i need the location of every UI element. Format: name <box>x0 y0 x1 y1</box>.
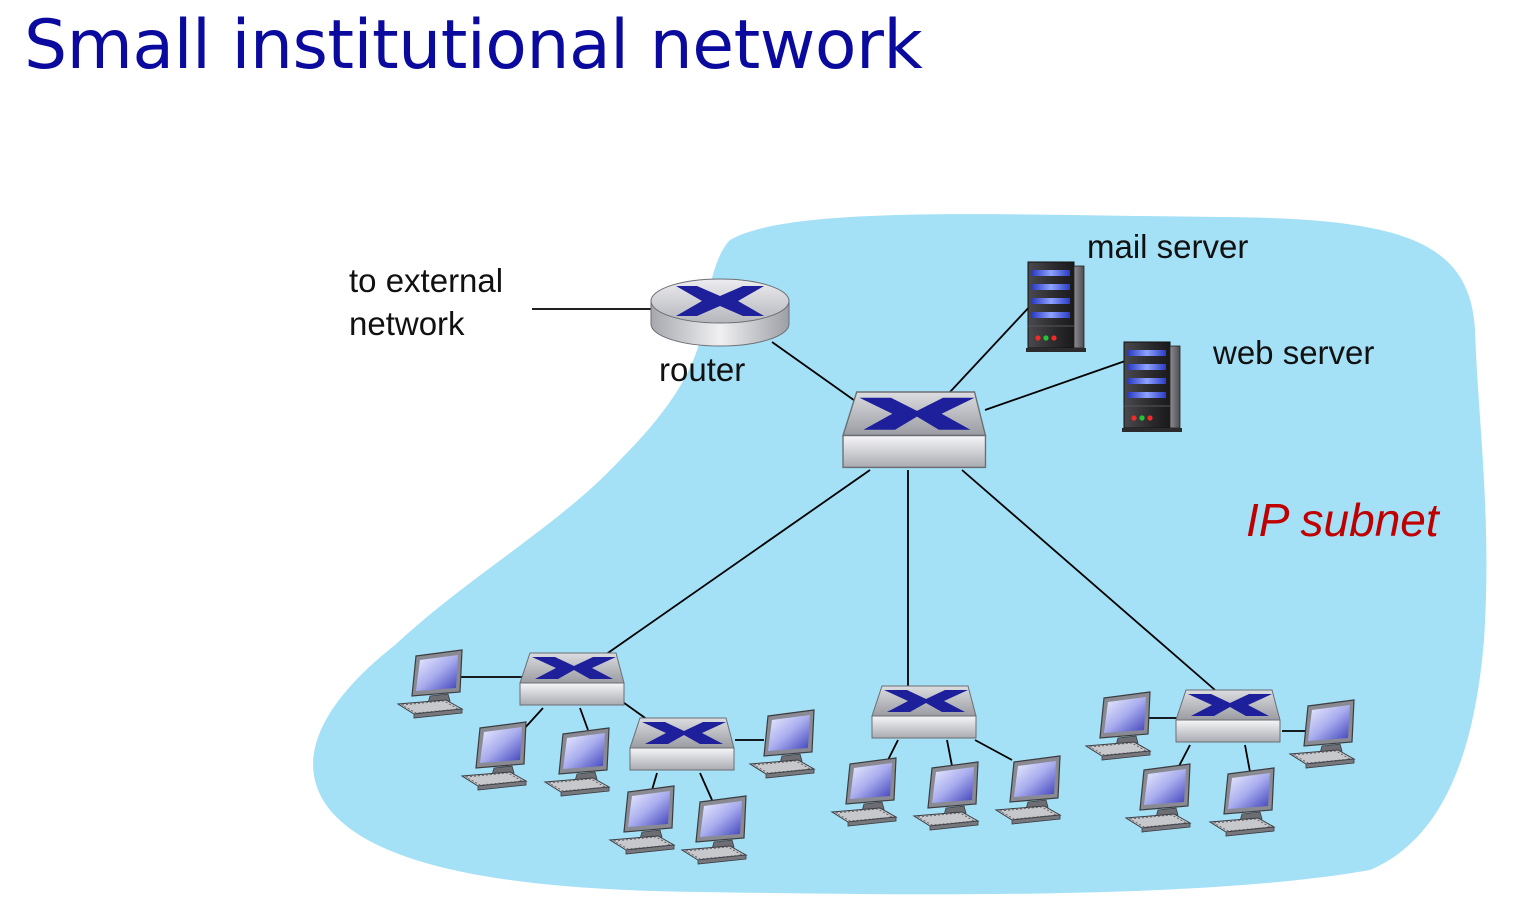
ip-subnet-region <box>313 214 1487 895</box>
switch-icon <box>519 652 625 706</box>
switch-icon <box>629 717 735 771</box>
switch-icon <box>842 391 987 469</box>
ip-subnet-label: IP subnet <box>1246 494 1441 546</box>
server-icon <box>1121 341 1183 433</box>
switch-icon <box>1175 689 1281 743</box>
external-network-label-line2: network <box>349 305 465 342</box>
network-links <box>458 303 1308 801</box>
switch-icon <box>871 685 977 739</box>
page-title: Small institutional network <box>24 6 923 85</box>
router-icon <box>650 278 790 347</box>
router-label: router <box>659 351 745 388</box>
mail-server-label: mail server <box>1087 228 1248 265</box>
web-server-label: web server <box>1212 334 1374 371</box>
server-icon <box>1025 261 1087 353</box>
external-network-label-line1: to external <box>349 262 503 299</box>
